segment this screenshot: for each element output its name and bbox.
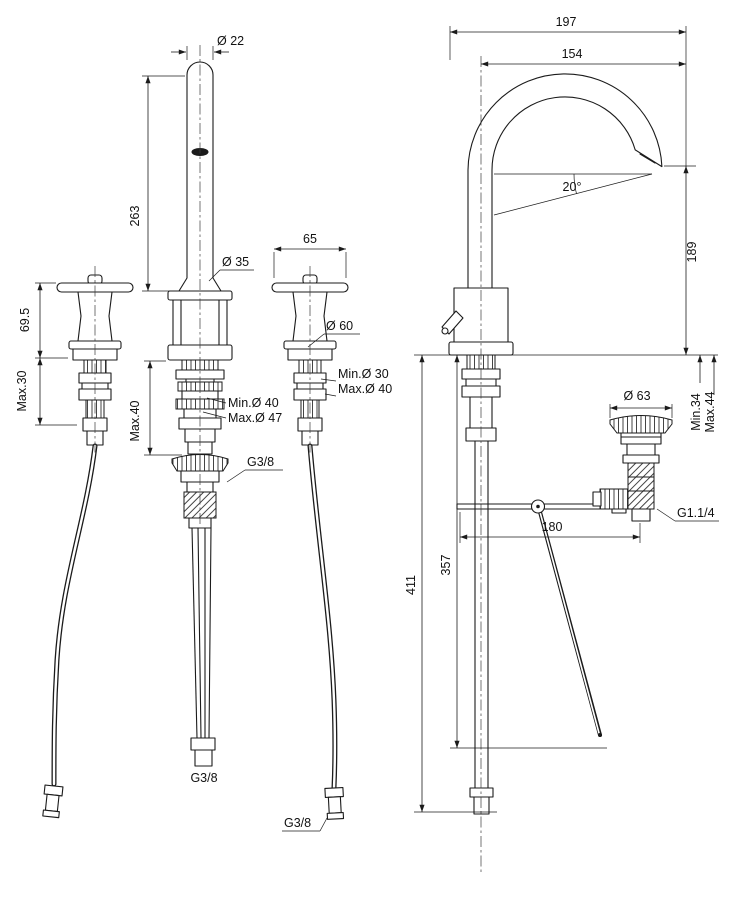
dim-height-deck-to-hose: 411 <box>404 355 497 813</box>
spout-side <box>467 73 663 291</box>
dim-label: Max.Ø 40 <box>338 382 392 396</box>
dim-label: 411 <box>404 575 418 595</box>
drain-lever <box>441 310 464 335</box>
dim-label: Max.40 <box>128 400 142 441</box>
dim-label: Min.Ø 30 <box>338 367 389 381</box>
dim-side-hole: Min.Ø 30 Max.Ø 40 <box>320 367 392 397</box>
dim-supply-thread-side: G3/8 <box>282 816 328 832</box>
dim-spout-angle: 20° <box>493 173 653 216</box>
hose-connector <box>42 784 64 819</box>
dim-label: 197 <box>556 15 577 29</box>
dim-label: 154 <box>562 47 583 61</box>
dim-total-projection: 197 <box>449 15 687 166</box>
dim-label: 357 <box>439 555 453 576</box>
body-side <box>441 287 514 356</box>
dim-handle-width: 65 <box>273 232 347 278</box>
dim-label: 180 <box>542 520 563 534</box>
dim-label: Min.34 <box>689 393 703 431</box>
side-supply-hose <box>469 440 494 815</box>
front-view <box>42 61 349 820</box>
centerlines <box>94 45 482 872</box>
dim-rosette-diameter: Ø 60 <box>307 319 360 348</box>
dim-label: 263 <box>128 206 142 227</box>
center-supply-pipes <box>190 527 216 767</box>
pop-up-waste-side <box>592 415 673 522</box>
dim-label: Max.44 <box>703 391 717 432</box>
dim-waste-flange-diameter: Ø 63 <box>609 389 673 418</box>
dim-label: Ø 22 <box>217 34 244 48</box>
dim-spout-tube-diameter: Ø 22 <box>171 34 244 60</box>
pop-up-rod <box>456 499 627 737</box>
dim-label: Ø 35 <box>222 255 249 269</box>
left-supply-hose <box>42 443 98 819</box>
dim-label: Min.Ø 40 <box>228 396 279 410</box>
dim-deck-max-center: Max.40 <box>128 360 182 456</box>
side-dimensions: 197 154 189 20° Ø 63 <box>404 15 719 813</box>
dim-drain-thread: G3/8 <box>226 455 283 483</box>
dim-spout-height-above-deck: 189 <box>664 165 699 355</box>
dim-spout-base-diameter: Ø 35 <box>208 255 254 282</box>
dim-waste-thread: G1.1/4 <box>656 506 719 522</box>
dim-label: Max.Ø 47 <box>228 411 282 425</box>
dim-label: Max.30 <box>15 370 29 411</box>
dim-supply-thread-center: G3/8 <box>190 771 217 785</box>
dim-handle-height: 69.5 Max.30 <box>15 282 77 426</box>
dim-label: Ø 63 <box>623 389 650 403</box>
dim-label: G3/8 <box>284 816 311 830</box>
dim-height-deck-to-rod: 357 <box>439 355 607 749</box>
dim-spout-height: 263 <box>128 75 185 292</box>
dim-label: Ø 60 <box>326 319 353 333</box>
dim-waste-deck-thickness: Min.34 Max.44 <box>689 355 717 433</box>
dim-rod-projection: 180 <box>459 512 641 543</box>
hose-connector <box>324 786 345 820</box>
dim-label: 20° <box>563 180 582 194</box>
dim-label: 189 <box>685 242 699 263</box>
side-view <box>414 73 718 815</box>
front-dimensions: Ø 22 263 Ø 35 65 Ø 60 <box>15 34 392 832</box>
dim-center-hole: Min.Ø 40 Max.Ø 47 <box>202 396 282 425</box>
dim-label: G3/8 <box>247 455 274 469</box>
dim-spout-projection: 154 <box>481 47 686 67</box>
dim-label: 65 <box>303 232 317 246</box>
dim-label: 69.5 <box>18 308 32 332</box>
dim-label: G1.1/4 <box>677 506 715 520</box>
right-supply-hose <box>307 443 345 820</box>
